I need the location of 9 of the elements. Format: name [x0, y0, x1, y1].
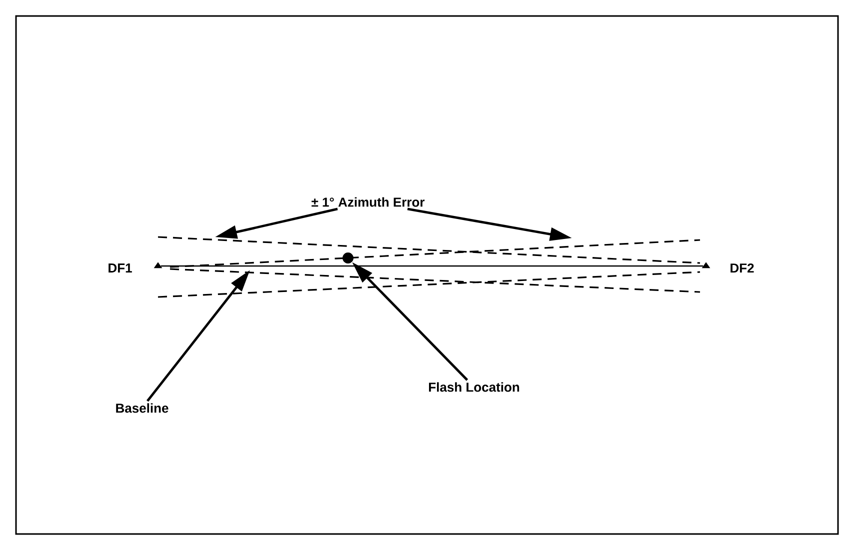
callout-label: Flash Location: [429, 382, 520, 392]
station-marker: [154, 262, 162, 268]
station-marker: [702, 262, 710, 268]
station-label: DF2: [730, 263, 754, 273]
station-label: DF1: [108, 264, 132, 272]
heading-label: ± 1° Azimuth Error: [312, 197, 425, 207]
callout-label: Baseline: [116, 403, 168, 413]
flash-dot: [342, 252, 354, 264]
baseline: [160, 265, 704, 267]
